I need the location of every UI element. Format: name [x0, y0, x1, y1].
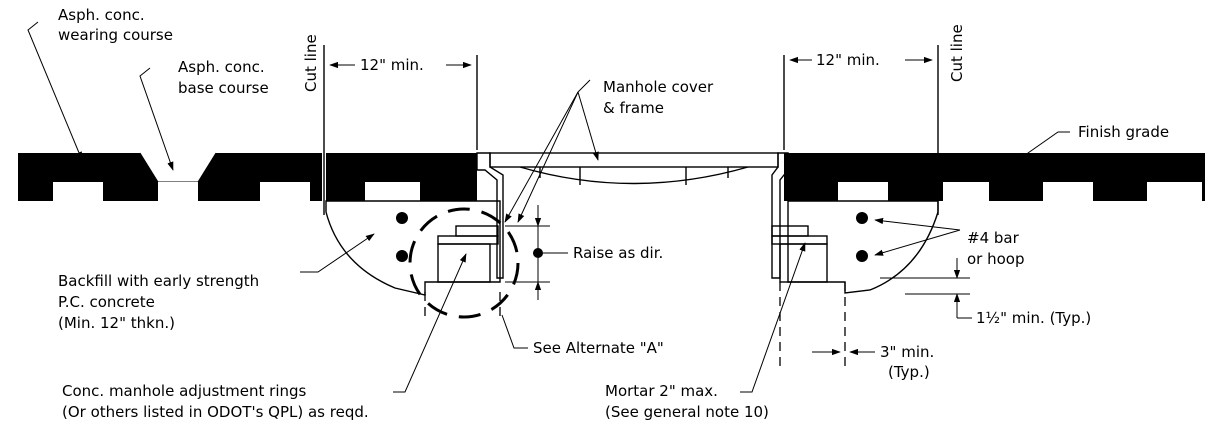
mortar-label: Mortar 2" max.(See general note 10)	[605, 382, 769, 421]
dim-12-left-label: 12" min.	[360, 56, 424, 74]
alternate-a-circle	[408, 207, 520, 319]
rebar-dots	[396, 212, 868, 262]
base-course-label: Asph. conc.base course	[178, 58, 269, 97]
dim-12-right-label: 12" min.	[816, 51, 880, 69]
min-3-label: 3" min.(Typ.)	[880, 343, 934, 381]
pavement-right	[784, 153, 1205, 201]
cut-line-left-label: Cut line	[302, 34, 320, 92]
cut-lines	[323, 45, 939, 215]
left-dashed-lines	[424, 292, 501, 322]
alternate-label: See Alternate "A"	[533, 339, 664, 357]
dimension-3-in	[779, 282, 875, 372]
dimension-1-half	[880, 258, 972, 319]
cut-line-right-label: Cut line	[948, 24, 966, 82]
finish-grade-label: Finish grade	[1078, 123, 1169, 141]
min-1-half-label: 1½" min. (Typ.)	[976, 309, 1091, 327]
pavement-left	[18, 150, 477, 204]
wearing-course-label: Asph. conc.wearing course	[58, 6, 173, 44]
rings-label: Conc. manhole adjustment rings(Or others…	[62, 382, 369, 421]
manhole-cover-frame	[476, 152, 789, 279]
adjustment-rings-left	[437, 225, 499, 283]
leaders	[27, 21, 1070, 393]
backfill-left	[325, 200, 501, 296]
raise-dimension	[505, 205, 568, 300]
manhole-label: Manhole cover& frame	[603, 78, 714, 117]
raise-label: Raise as dir.	[573, 244, 663, 262]
